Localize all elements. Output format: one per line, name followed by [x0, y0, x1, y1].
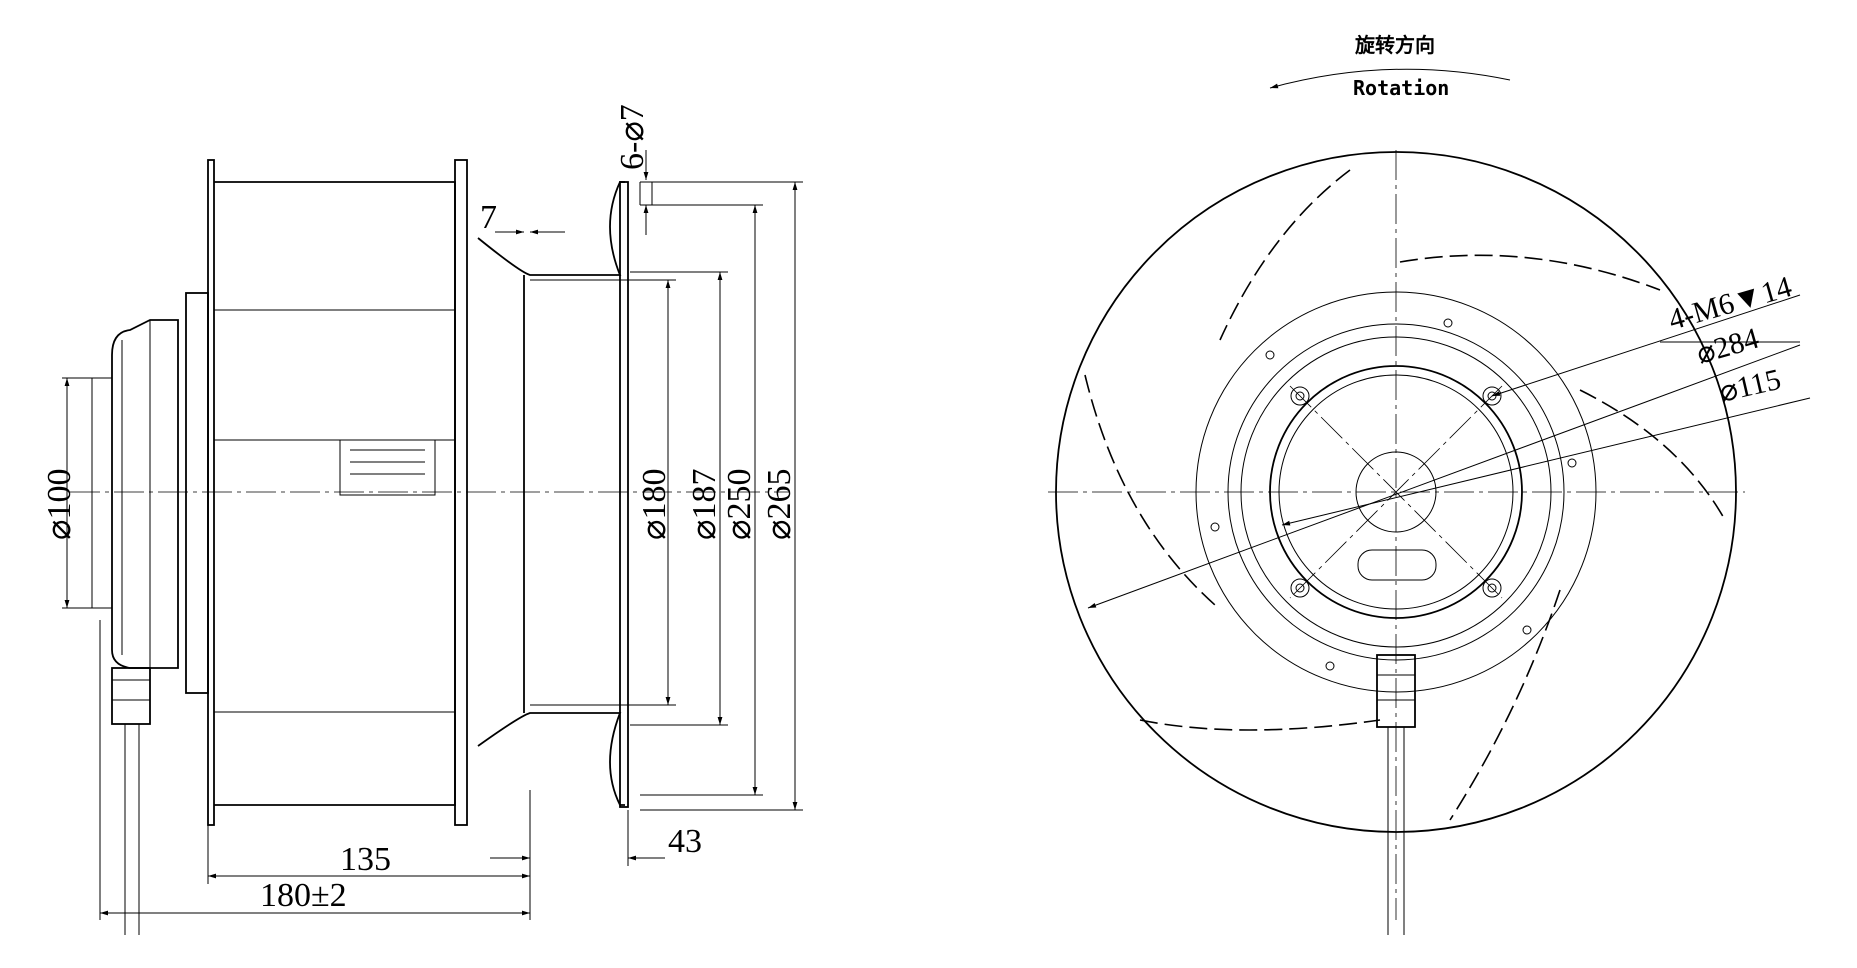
dim-43: 43 [668, 823, 702, 860]
clip-detail [339, 439, 436, 496]
leader-d284 [1087, 344, 1801, 609]
dim-135: 135 [340, 841, 391, 878]
ring-4 [1269, 365, 1523, 619]
dim-d250: ⌀250 [721, 469, 758, 540]
ring-5 [1278, 374, 1514, 610]
front-ring [454, 159, 468, 826]
leader-d115 [1281, 397, 1811, 526]
outer-ring [1055, 151, 1737, 833]
motor-face [91, 377, 113, 609]
mount-holes [1210, 318, 1577, 671]
front-view: 旋转方向 Rotation [1048, 33, 1811, 935]
side-horizontal-dims [99, 620, 665, 920]
dim-180: 180±2 [260, 877, 347, 914]
front-cable-gland [1376, 654, 1416, 728]
rotation-label-cn: 旋转方向 [1354, 33, 1435, 57]
dim-6-d7: 6-⌀7 [614, 104, 651, 170]
back-plate [207, 159, 215, 826]
ring-3 [1240, 336, 1552, 648]
dim-d284: ⌀284 [1693, 322, 1763, 371]
ring-1 [1195, 291, 1597, 693]
bolt-holes [1290, 386, 1502, 598]
dim-d115: ⌀115 [1716, 363, 1784, 409]
inlet-cone-bottom [477, 712, 625, 806]
dim-flange-7: 7 [480, 199, 497, 236]
rotation-arrow [1269, 68, 1511, 89]
dim-d265: ⌀265 [761, 469, 798, 540]
side-vertical-dims [62, 150, 803, 811]
motor-flange [185, 292, 209, 694]
leader-thread [1491, 294, 1801, 397]
label-slot [1357, 549, 1437, 581]
cable-gland [111, 667, 151, 725]
side-view: ⌀100 ⌀180 ⌀187 ⌀250 ⌀265 6-⌀7 7 135 180±… [41, 104, 803, 935]
ring-2 [1227, 323, 1565, 661]
diagonal-line [1289, 385, 1503, 599]
dim-d187: ⌀187 [686, 469, 723, 540]
dim-thread: 4-M6▼14 [1665, 270, 1796, 337]
inlet-flange [619, 181, 629, 808]
inlet-cone-top [477, 181, 625, 276]
dim-d180: ⌀180 [636, 469, 673, 540]
dim-d100: ⌀100 [41, 469, 78, 540]
rotation-label-en: Rotation [1353, 76, 1449, 100]
hub [1355, 451, 1437, 533]
